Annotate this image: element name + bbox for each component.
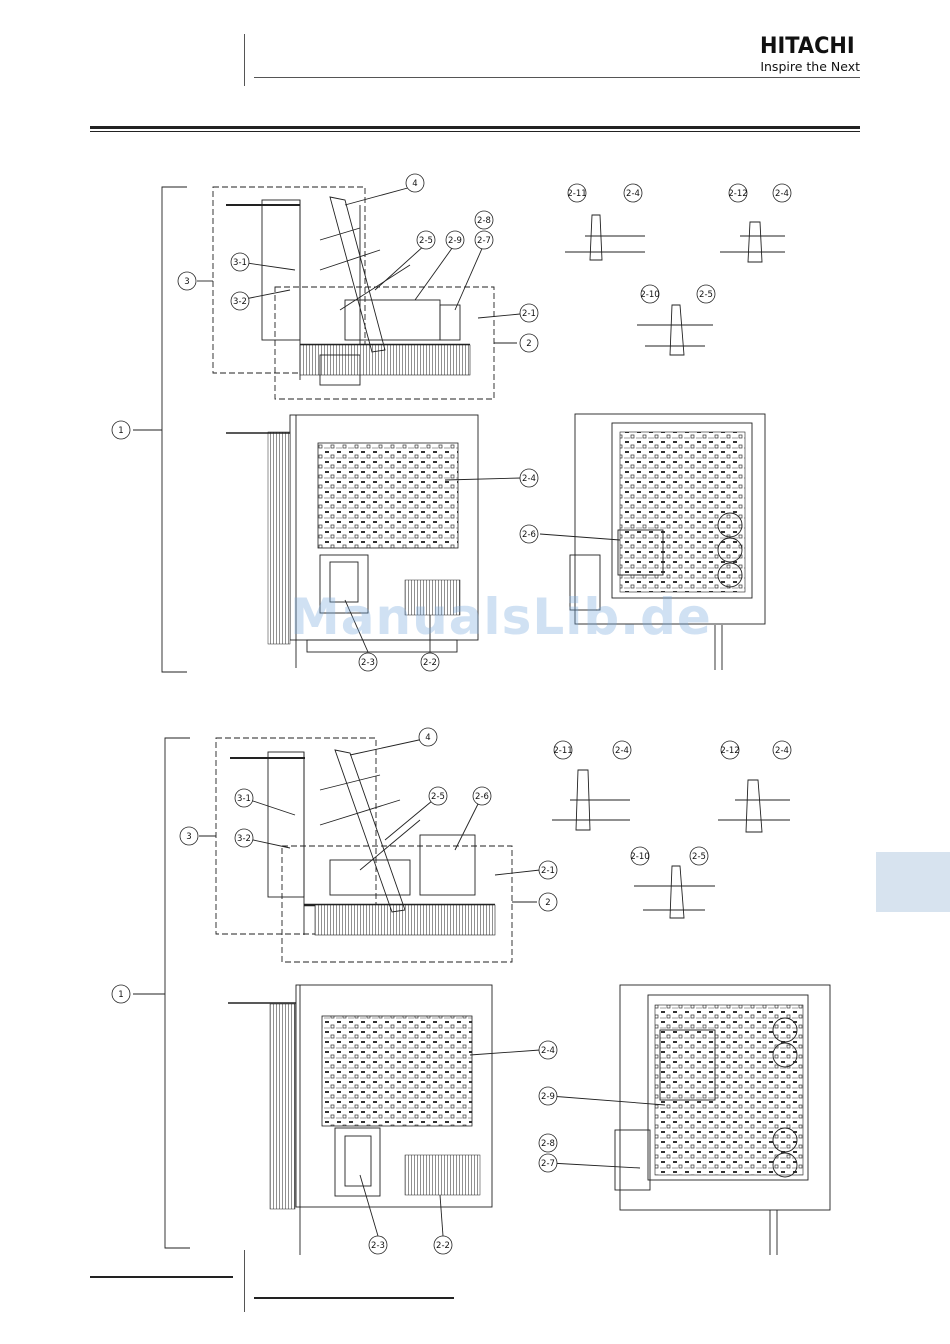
callout-3-1: 3-1 — [233, 258, 247, 268]
callout-2: 2 — [526, 339, 531, 349]
callout-2-8: 2-8 — [541, 1139, 555, 1149]
callout-2-5: 2-5 — [419, 236, 433, 246]
watermark-text: ManualsLib.de — [290, 588, 712, 646]
detail-callout-2-4b: 2-4 — [775, 189, 789, 199]
callout-3: 3 — [186, 832, 191, 842]
lower-fastener-details — [552, 770, 790, 918]
callout-2-5: 2-5 — [431, 792, 445, 802]
detail-callout-2-12: 2-12 — [728, 189, 747, 199]
callout-3-2: 3-2 — [237, 834, 251, 844]
upper-fastener-details — [565, 215, 785, 355]
callout-2-3: 2-3 — [361, 658, 375, 668]
callout-3-1: 3-1 — [237, 794, 251, 804]
detail-callout-2-4b: 2-4 — [775, 746, 789, 756]
callout-2-8: 2-8 — [477, 216, 491, 226]
callout-1: 1 — [118, 990, 123, 1000]
callout-2-1: 2-1 — [522, 309, 536, 319]
detail-callout-2-11: 2-11 — [567, 189, 586, 199]
callout-2-2: 2-2 — [423, 658, 437, 668]
lower-assembly — [133, 738, 830, 1255]
detail-callout-2-12: 2-12 — [720, 746, 739, 756]
callout-3-2: 3-2 — [233, 297, 247, 307]
callout-2-6: 2-6 — [475, 792, 489, 802]
callout-2-4: 2-4 — [522, 474, 536, 484]
detail-callout-2-10: 2-10 — [640, 290, 659, 300]
callout-4: 4 — [412, 179, 417, 189]
callout-2-3: 2-3 — [371, 1241, 385, 1251]
detail-callout-2-4a: 2-4 — [615, 746, 629, 756]
callout-2-6: 2-6 — [522, 530, 536, 540]
callout-2-7: 2-7 — [477, 236, 491, 246]
detail-callout-2-11: 2-11 — [553, 746, 572, 756]
callout-2-1: 2-1 — [541, 866, 555, 876]
callout-2-4: 2-4 — [541, 1046, 555, 1056]
detail-callout-2-5: 2-5 — [699, 290, 713, 300]
callout-2-7: 2-7 — [541, 1159, 555, 1169]
detail-callout-2-10: 2-10 — [630, 852, 649, 862]
callout-2-9: 2-9 — [448, 236, 462, 246]
callout-2-2: 2-2 — [436, 1241, 450, 1251]
detail-callout-2-5: 2-5 — [692, 852, 706, 862]
callout-3: 3 — [184, 277, 189, 287]
callout-4: 4 — [425, 733, 430, 743]
callout-2: 2 — [545, 898, 550, 908]
callout-2-9: 2-9 — [541, 1092, 555, 1102]
detail-callout-2-4a: 2-4 — [626, 189, 640, 199]
callout-1: 1 — [118, 426, 123, 436]
